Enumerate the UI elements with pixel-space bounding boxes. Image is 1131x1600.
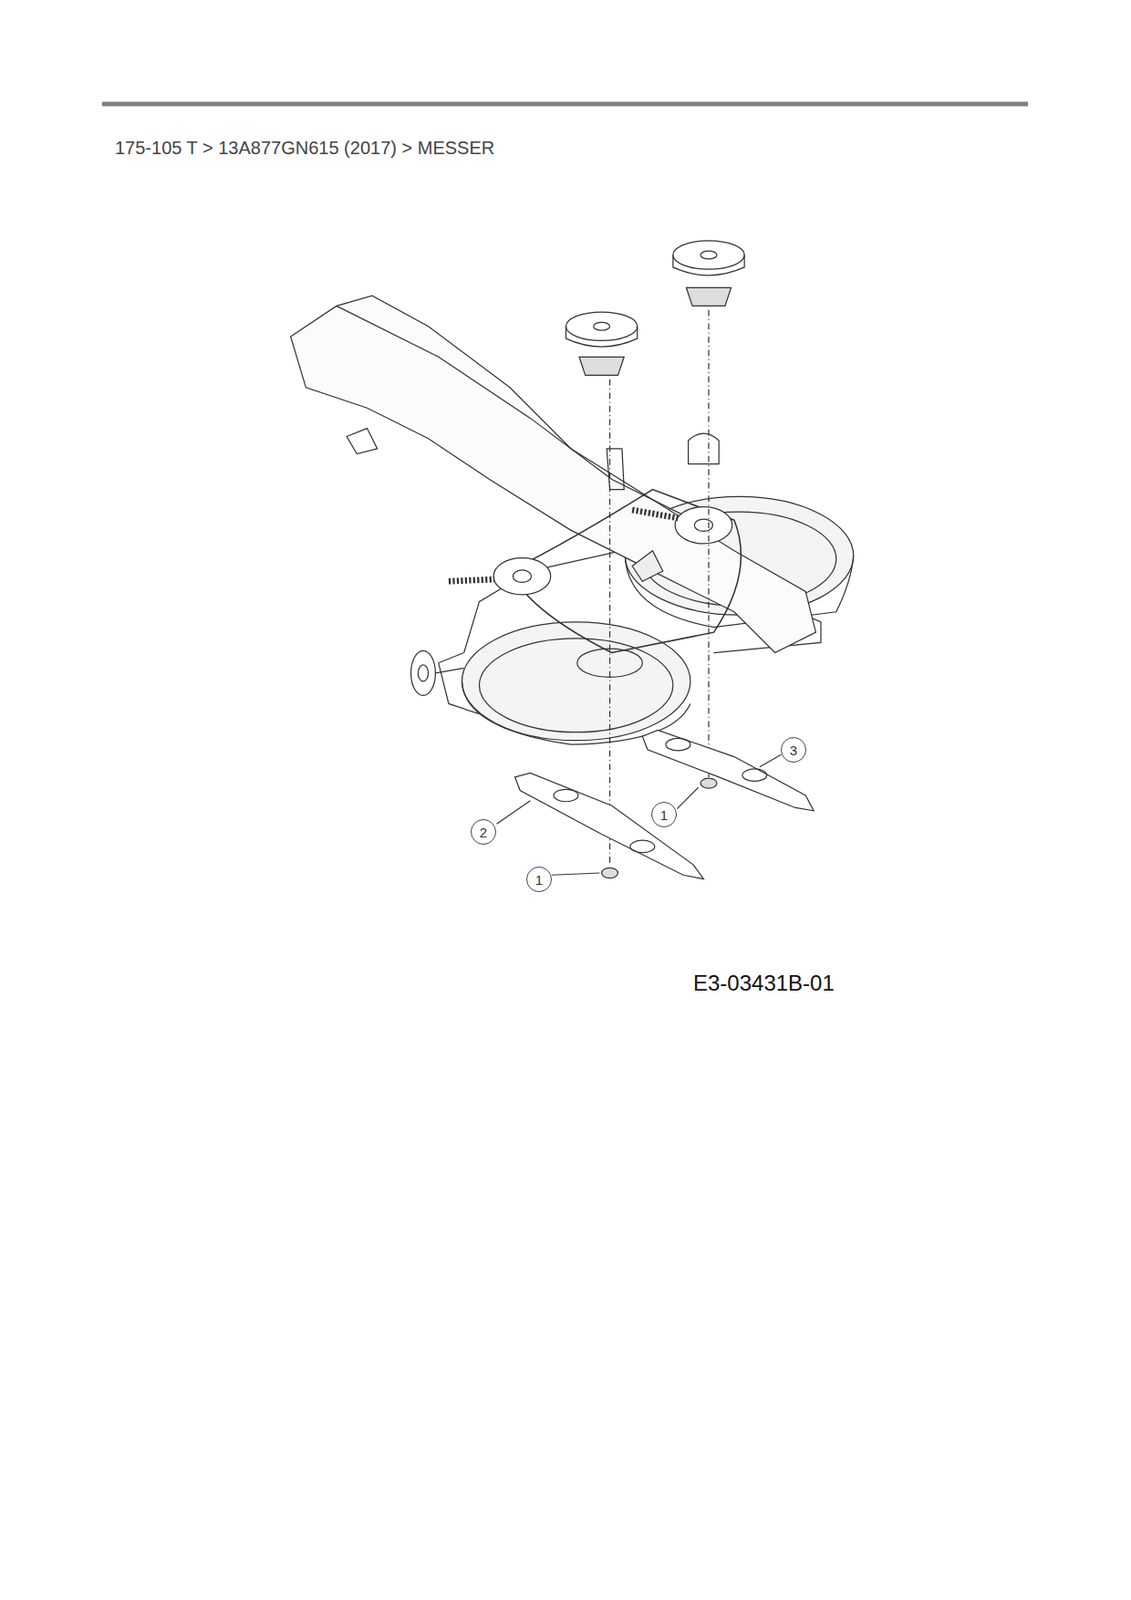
page-title: 175-105 T > 13A877GN615 (2017) > MESSER [114, 137, 495, 159]
callout-text: 1 [660, 808, 668, 822]
callout-number: 1 [526, 866, 552, 893]
callout-text: 1 [535, 872, 543, 887]
callout-number: 3 [780, 736, 807, 763]
header-rule [102, 102, 1028, 107]
callout-text: 3 [789, 743, 798, 758]
deck-drawing [290, 240, 854, 880]
drawing-code: E3-03431B-01 [693, 970, 835, 997]
callout-number: 2 [470, 819, 497, 845]
callout-text: 2 [479, 825, 488, 840]
callout-number: 1 [651, 801, 677, 828]
